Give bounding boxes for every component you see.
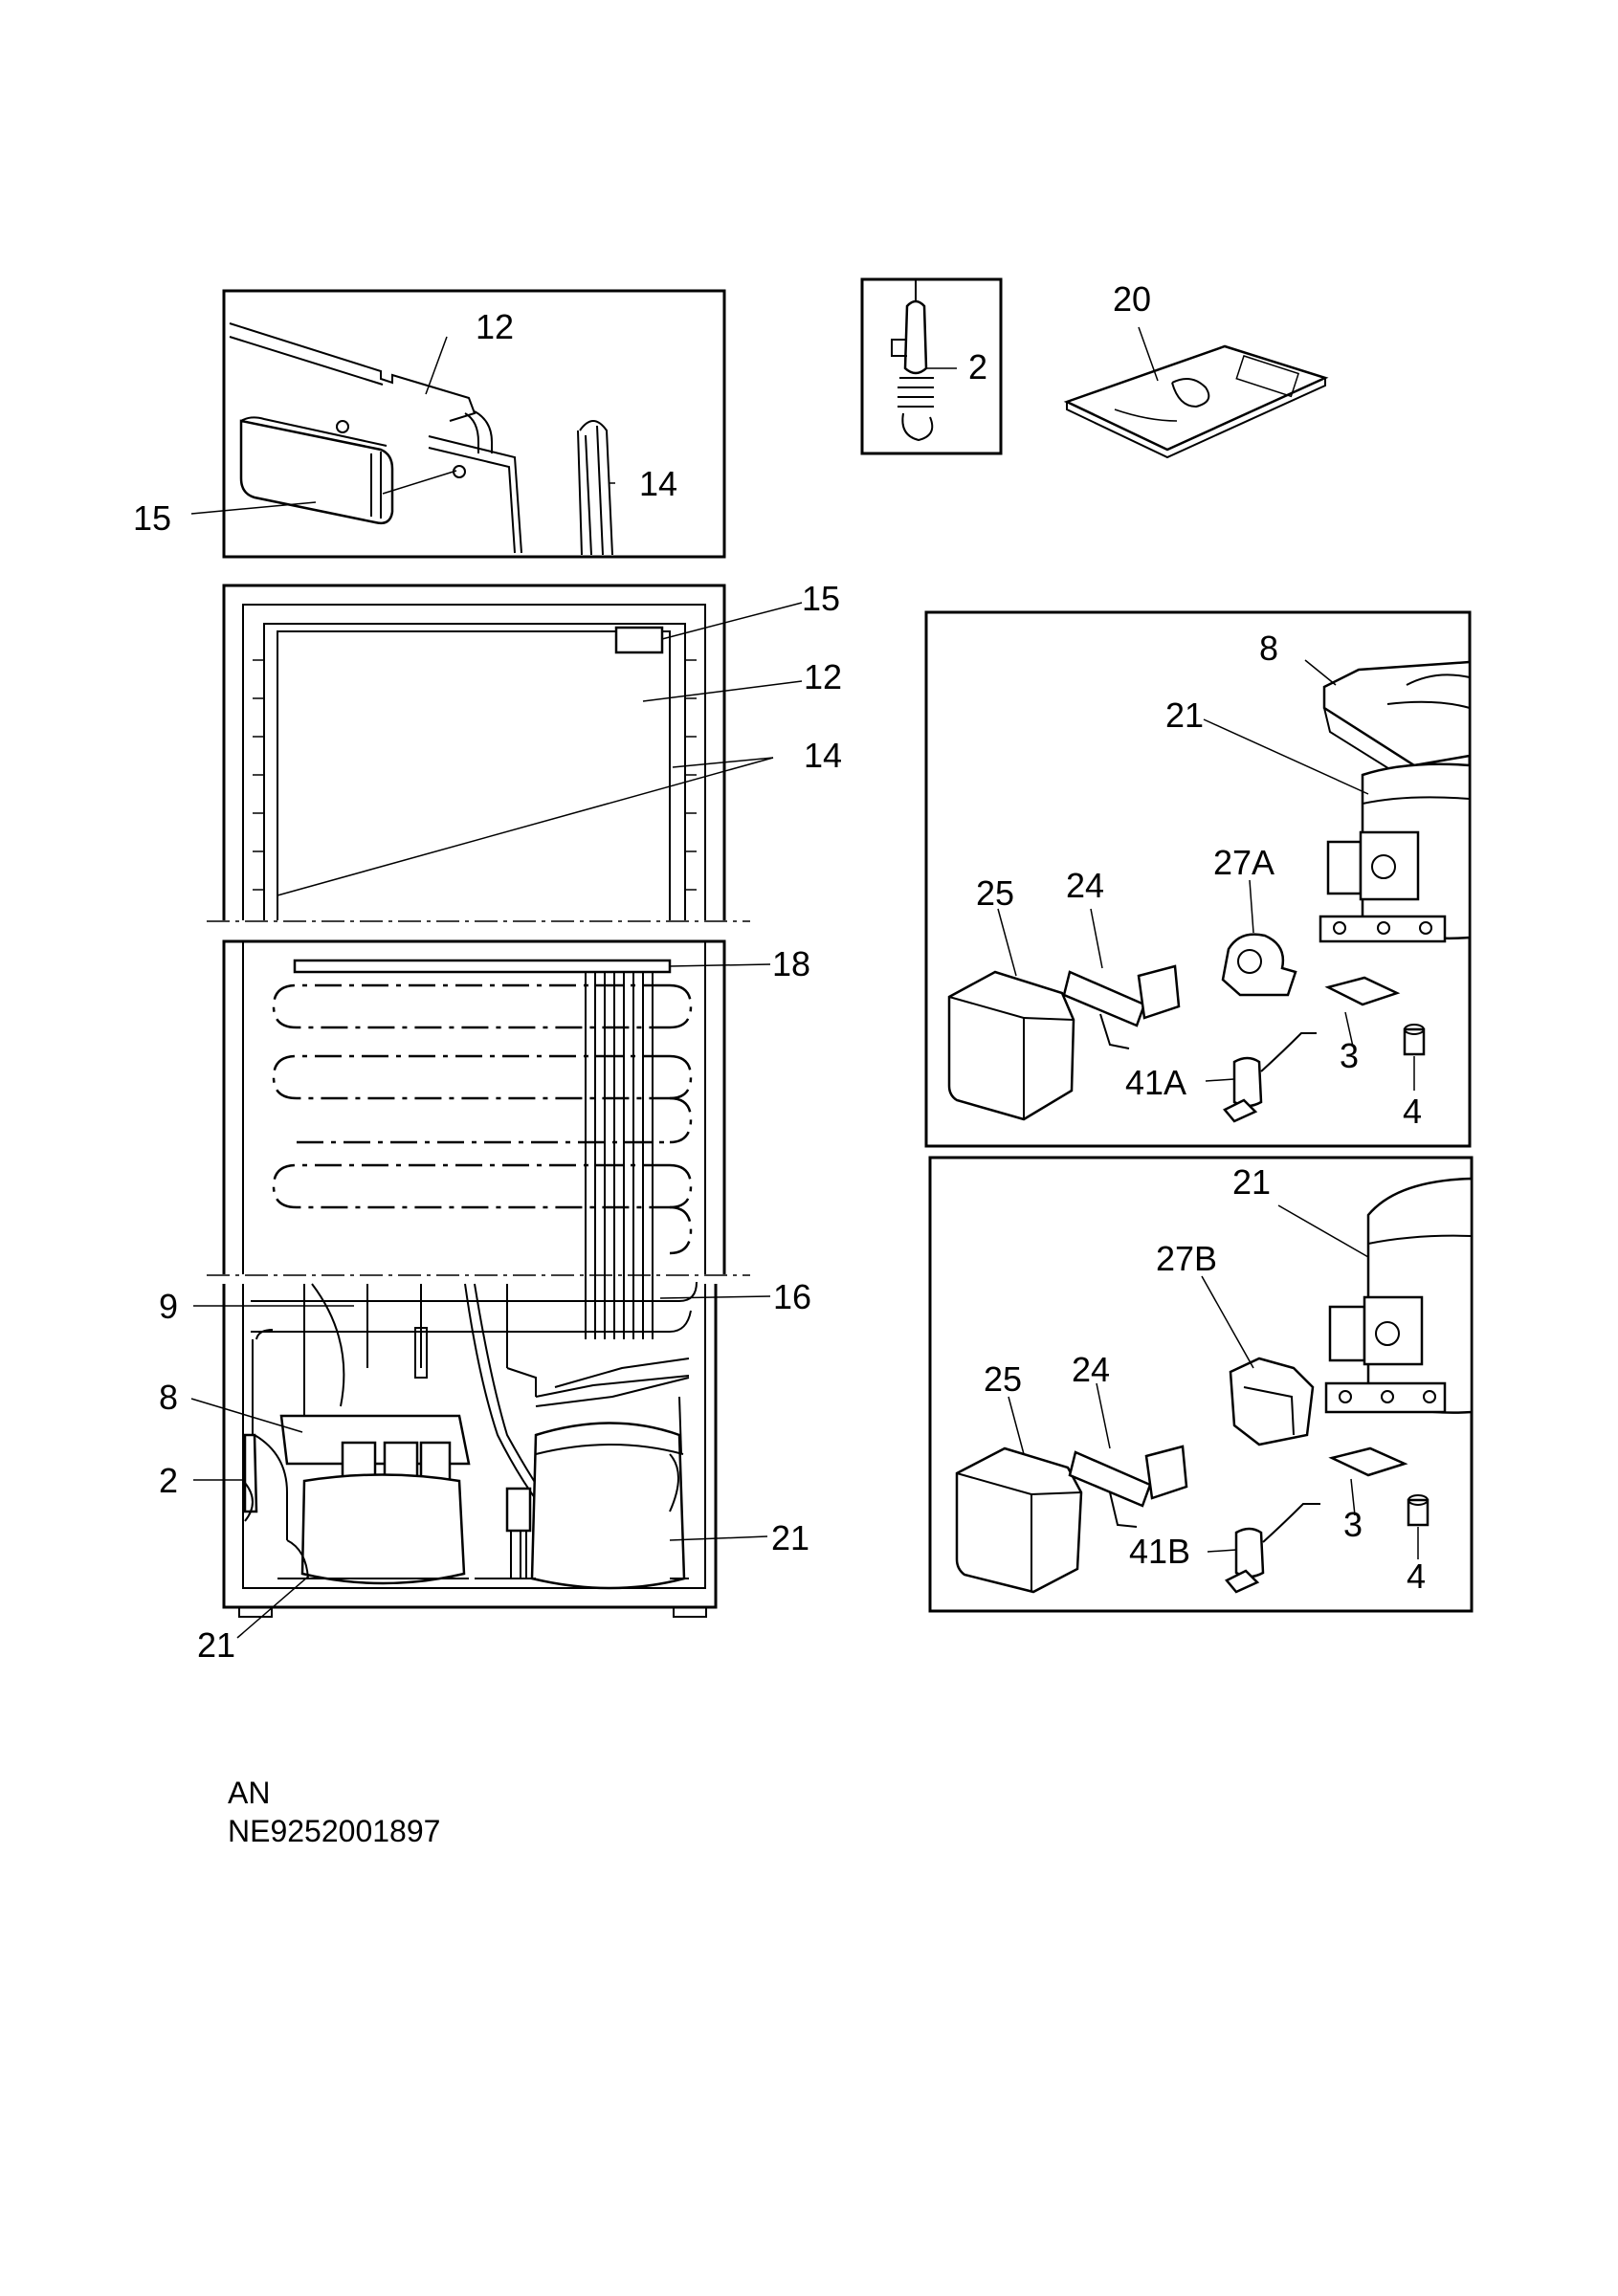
callout-21a: 21 (771, 1518, 809, 1557)
callout-kitB-21: 21 (1232, 1162, 1271, 1202)
callout-kitA-41A: 41A (1125, 1063, 1186, 1102)
compressor-kit-a-panel (924, 610, 1472, 1148)
callout-16: 16 (773, 1277, 811, 1316)
sensor-inset (860, 277, 1003, 455)
callout-15: 15 (133, 498, 171, 538)
callout-12: 12 (476, 307, 514, 346)
callout-2b: 2 (159, 1461, 178, 1500)
callout-kitB-3: 3 (1343, 1505, 1363, 1544)
door-detail-inset (190, 289, 726, 559)
callout-14: 14 (639, 464, 677, 503)
compressor-kit-b-panel (928, 1156, 1474, 1613)
callout-kitA-24: 24 (1066, 866, 1104, 905)
callout-kitB-25: 25 (984, 1359, 1022, 1399)
callout-9: 9 (159, 1287, 178, 1326)
user-manual-icon (1063, 326, 1329, 459)
fridge-compartment (207, 584, 803, 922)
reference-code-line-2: NE9252001897 (228, 1814, 441, 1848)
callout-kitB-4: 4 (1407, 1556, 1426, 1596)
callout-15b: 15 (802, 579, 840, 618)
callout-kitA-27A: 27A (1213, 843, 1274, 882)
callout-kitA-4: 4 (1403, 1092, 1422, 1131)
callout-kitB-27B: 27B (1156, 1239, 1217, 1278)
callout-kitA-3: 3 (1340, 1036, 1359, 1075)
callout-20: 20 (1113, 279, 1151, 319)
callout-8: 8 (159, 1378, 178, 1417)
callout-14b: 14 (804, 736, 842, 775)
callout-kitB-24: 24 (1072, 1350, 1110, 1389)
callout-18: 18 (772, 944, 810, 983)
callout-2: 2 (968, 347, 987, 386)
callout-kitB-41B: 41B (1129, 1532, 1190, 1571)
callout-kitA-21: 21 (1165, 695, 1204, 735)
reference-code-line-1: AN (228, 1776, 271, 1810)
callout-12b: 12 (804, 657, 842, 696)
callout-kitA-25: 25 (976, 873, 1014, 913)
callout-kitA-8: 8 (1259, 629, 1278, 668)
freezer-compartment (207, 939, 771, 1339)
machine-compartment (190, 1281, 771, 1639)
callout-21b: 21 (197, 1625, 235, 1665)
